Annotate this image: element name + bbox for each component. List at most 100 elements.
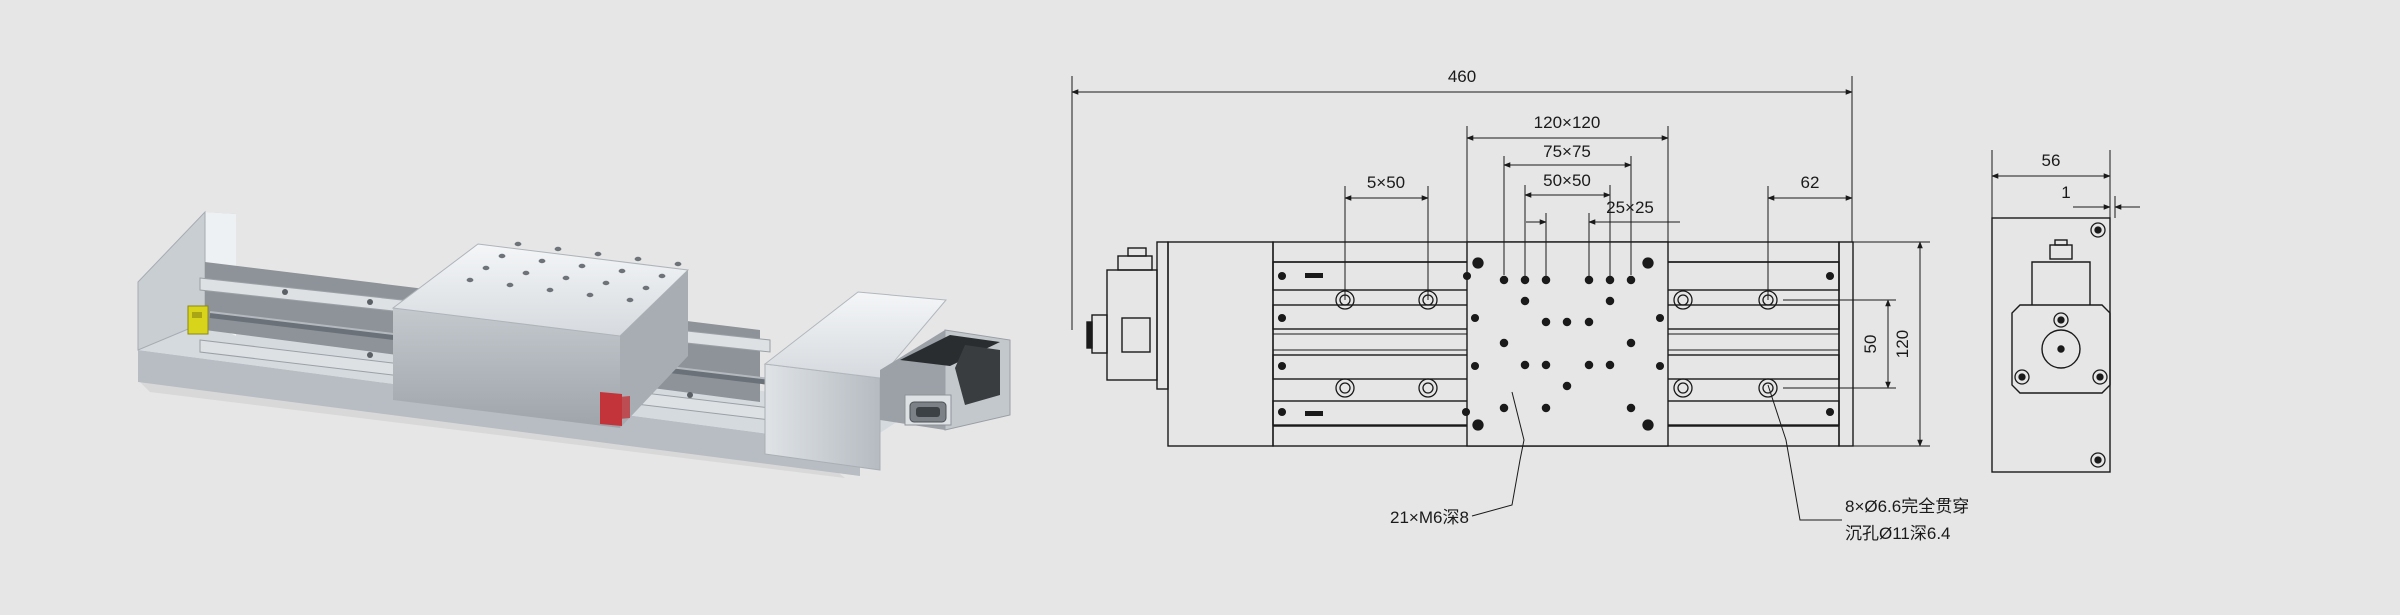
carriage-top-hole xyxy=(546,287,554,293)
plate-corner-screw xyxy=(1472,419,1484,431)
carriage-top-hole xyxy=(482,265,490,271)
carriage-top-hole xyxy=(538,258,546,264)
tapped-hole xyxy=(1520,296,1530,306)
label-pitch-25: 25×25 xyxy=(1606,198,1654,217)
rail-screw-dot xyxy=(1655,313,1665,323)
limit-switch-connector xyxy=(187,305,209,335)
label-height-120: 120 xyxy=(1893,330,1912,358)
rail-screw-dot xyxy=(1825,407,1835,417)
carriage-top-hole xyxy=(602,280,610,286)
rail-screw-dot xyxy=(1825,271,1835,281)
label-side-gap: 1 xyxy=(2061,183,2070,202)
side-bolt-center xyxy=(2094,456,2102,464)
carriage-hole-pattern xyxy=(466,241,682,303)
tapped-hole xyxy=(1584,317,1594,327)
side-bolt-center xyxy=(2096,373,2104,381)
carriage-top-hole xyxy=(562,275,570,281)
rail-screw-dot xyxy=(1470,313,1480,323)
side-view-drawing xyxy=(1991,150,2140,473)
tapped-hole xyxy=(1626,338,1636,348)
counterbore-hole xyxy=(1335,378,1355,398)
motor-body-outline xyxy=(1156,241,1169,390)
counterbore-hole xyxy=(1758,378,1778,398)
rail-screw-dot xyxy=(1462,271,1472,281)
rail-screw-dot xyxy=(1277,361,1287,371)
side-bolt-hole xyxy=(2053,312,2069,328)
tapped-hole xyxy=(1520,360,1530,370)
tapped-hole xyxy=(1499,338,1509,348)
counterbore-hole xyxy=(1673,290,1693,310)
side-bolt-holes xyxy=(2014,222,2108,468)
counterbore-hole-inner xyxy=(1422,382,1434,394)
carriage-block xyxy=(391,243,690,428)
counterbore-hole-inner xyxy=(1762,382,1774,394)
label-rail-holes: 5×50 xyxy=(1367,173,1405,192)
callout-through-holes-line1: 8×Ø6.6完全贯穿 xyxy=(1845,497,1969,516)
top-view-drawing xyxy=(1086,241,1854,447)
label-pattern-75: 75×75 xyxy=(1543,142,1591,161)
motor-mount-block xyxy=(763,291,948,471)
logo-mark xyxy=(1305,273,1323,416)
tapped-hole xyxy=(1626,403,1636,413)
side-bolt-hole xyxy=(2092,369,2108,385)
tapped-hole xyxy=(1499,403,1509,413)
carriage-top-hole xyxy=(634,256,642,262)
plate-corner-screw xyxy=(1642,419,1654,431)
side-bolt-center xyxy=(2094,226,2102,234)
tapped-hole xyxy=(1562,317,1572,327)
tapped-hole xyxy=(1541,403,1551,413)
plate-corner-screw xyxy=(1642,257,1654,269)
label-overall-length: 460 xyxy=(1448,67,1476,86)
dimension-lines xyxy=(1071,76,1930,521)
side-bolt-hole xyxy=(2090,452,2106,468)
carriage-top-hole xyxy=(594,251,602,257)
tapped-hole xyxy=(1584,360,1594,370)
side-bolt-center xyxy=(2018,373,2026,381)
counterbore-holes xyxy=(1335,290,1778,398)
carriage-top-hole xyxy=(586,292,594,298)
tapped-hole-pattern xyxy=(1499,275,1636,413)
rail-screw-dot xyxy=(1470,361,1480,371)
label-end-length: 62 xyxy=(1801,173,1820,192)
carriage-top-hole xyxy=(522,270,530,276)
tapped-hole xyxy=(1626,275,1636,285)
carriage-top-hole xyxy=(498,253,506,259)
plate-corner-screw xyxy=(1472,257,1484,269)
callout-through-holes-line2: 沉孔Ø11深6.4 xyxy=(1845,524,1951,543)
carriage-top-hole xyxy=(626,297,634,303)
callout-tapped-holes: 21×M6深8 xyxy=(1390,508,1469,527)
rail-screw-dot xyxy=(1461,407,1471,417)
tapped-hole xyxy=(1541,317,1551,327)
motor-flange-outline xyxy=(2011,304,2111,394)
rail-screw-pattern xyxy=(1277,257,1835,431)
counterbore-hole-inner xyxy=(1339,382,1351,394)
side-body-outline xyxy=(1991,217,2111,473)
label-plate-holes: 120×120 xyxy=(1534,113,1601,132)
rail-screw-dot xyxy=(1277,271,1287,281)
stage-render-image xyxy=(137,210,1011,478)
carriage-top-hole xyxy=(554,246,562,252)
label-height-50: 50 xyxy=(1861,335,1880,354)
carriage-top-hole xyxy=(466,277,474,283)
tapped-hole xyxy=(1541,360,1551,370)
carriage-top-hole xyxy=(506,282,514,288)
counterbore-hole xyxy=(1418,378,1438,398)
tapped-hole xyxy=(1562,381,1572,391)
rail-screw-dot xyxy=(1277,313,1287,323)
carriage-top-hole xyxy=(642,285,650,291)
side-bolt-hole xyxy=(2014,369,2030,385)
carriage-top-hole xyxy=(514,241,522,247)
dimension-labels: 460 120×120 75×75 50×50 25×25 5×50 62 56… xyxy=(1367,67,2071,358)
side-bolt-hole xyxy=(2090,222,2106,238)
motor-hub-circle xyxy=(2041,329,2081,369)
tapped-hole xyxy=(1605,360,1615,370)
carriage-plate-outline xyxy=(1466,241,1669,447)
label-pattern-50: 50×50 xyxy=(1543,171,1591,190)
label-side-width: 56 xyxy=(2042,151,2061,170)
callout-labels: 21×M6深8 8×Ø6.6完全贯穿 沉孔Ø11深6.4 xyxy=(1390,497,1969,543)
carriage-top-hole xyxy=(578,263,586,269)
db9-connector xyxy=(909,401,947,423)
carriage-top-hole xyxy=(658,273,666,279)
counterbore-hole xyxy=(1673,378,1693,398)
